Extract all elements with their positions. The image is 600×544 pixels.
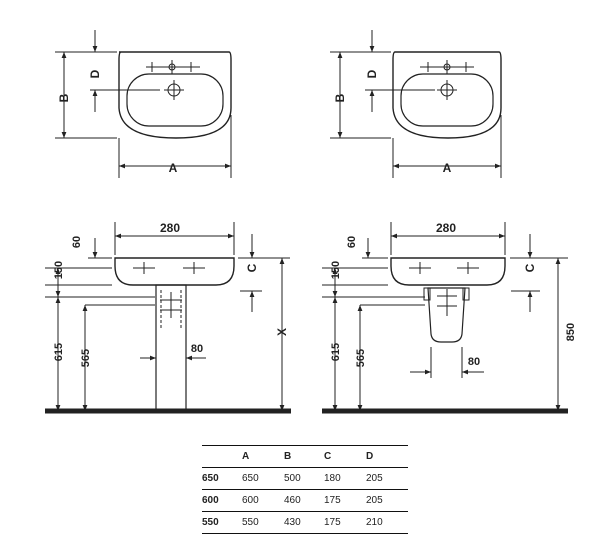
dim-label-b: B — [57, 93, 71, 102]
dim-label-bowl: 150 — [53, 261, 65, 279]
table-cell: 180 — [324, 473, 341, 484]
dim-label-h1: 615 — [330, 343, 342, 361]
dim-label-b: B — [333, 93, 347, 102]
basin-outline — [392, 51, 502, 139]
table-cell: 460 — [284, 495, 301, 506]
dim-label-top: 60 — [346, 236, 358, 248]
dim-label-c: C — [245, 263, 259, 272]
dim-label-total: 850 — [565, 323, 577, 341]
table-cell: 600 — [242, 495, 259, 506]
dim-label-c: C — [523, 263, 537, 272]
table-cell: 550 — [242, 517, 259, 528]
table-row: 650 650 500 180 205 — [202, 468, 408, 490]
dim-label-a: A — [169, 161, 178, 175]
table-cell-size: 550 — [202, 517, 219, 528]
table-row: 550 550 430 175 210 — [202, 512, 408, 534]
basin-outline — [118, 51, 232, 139]
dim-label-bowl: 150 — [330, 261, 342, 279]
dim-label-h2: 565 — [355, 349, 367, 367]
bowl-outline — [126, 73, 224, 127]
table-cell-size: 650 — [202, 473, 219, 484]
table-header-row: A B C D — [202, 445, 408, 468]
table-cell: 650 — [242, 473, 259, 484]
dim-label-a: A — [443, 161, 452, 175]
table-header: B — [284, 451, 292, 462]
semi-pedestal — [427, 287, 466, 343]
top-view-left — [55, 30, 232, 178]
table-header: C — [324, 451, 332, 462]
dim-label-top: 60 — [71, 236, 83, 248]
basin-side — [390, 257, 506, 286]
dim-label-width: 280 — [436, 221, 456, 235]
dimensions-table: A B C D 650 650 500 180 205 600 600 460 … — [202, 445, 408, 534]
table-cell: 175 — [324, 517, 341, 528]
dim-label-p: 80 — [191, 343, 203, 355]
dim-label-d: D — [365, 69, 379, 78]
table-header: D — [366, 451, 374, 462]
table-cell: 205 — [366, 473, 383, 484]
table-header — [202, 446, 242, 468]
side-view-pedestal — [45, 222, 291, 414]
table-cell: 175 — [324, 495, 341, 506]
table-row: 600 600 460 175 205 — [202, 490, 408, 512]
table-cell: 500 — [284, 473, 301, 484]
dim-label-d: D — [88, 69, 102, 78]
table-header: A — [242, 451, 250, 462]
dim-label-x: X — [275, 328, 289, 336]
dim-label-width: 280 — [160, 221, 180, 235]
table-cell: 430 — [284, 517, 301, 528]
dim-label-p: 80 — [468, 356, 480, 368]
dim-label-h2: 565 — [80, 349, 92, 367]
dim-label-h1: 615 — [53, 343, 65, 361]
side-view-semi-pedestal — [322, 222, 568, 414]
table-cell: 210 — [366, 517, 383, 528]
table-cell: 205 — [366, 495, 383, 506]
basin-side — [114, 257, 235, 286]
table-cell-size: 600 — [202, 495, 219, 506]
top-view-right — [330, 30, 502, 178]
